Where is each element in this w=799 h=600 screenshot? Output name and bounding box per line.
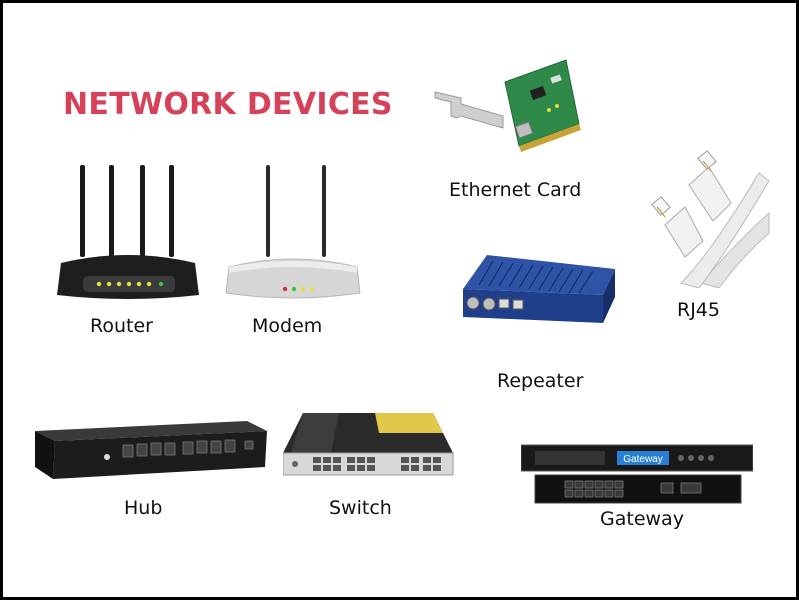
router-label: Router <box>90 315 153 337</box>
gateway-label: Gateway <box>600 508 684 530</box>
switch-image <box>283 411 455 477</box>
gateway-image: Gateway <box>521 443 753 505</box>
ethernet-card-image <box>431 58 581 163</box>
rj45-image <box>641 143 771 288</box>
router-image <box>53 163 203 303</box>
repeater-label: Repeater <box>497 370 584 392</box>
ethernet-card-label: Ethernet Card <box>449 179 582 201</box>
modem-image <box>223 163 363 303</box>
modem-label: Modem <box>252 315 323 337</box>
repeater-image <box>453 251 618 326</box>
page-title: NETWORK DEVICES <box>63 87 393 122</box>
rj45-label: RJ45 <box>677 299 720 321</box>
switch-label: Switch <box>329 497 392 519</box>
hub-label: Hub <box>124 497 163 519</box>
hub-image <box>33 421 268 479</box>
gateway-screen-text: Gateway <box>623 454 662 465</box>
